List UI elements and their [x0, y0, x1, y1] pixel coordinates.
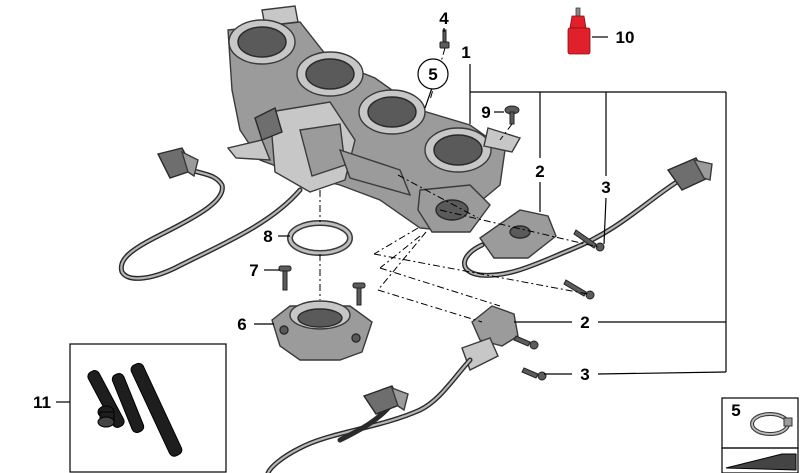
callout-labels: 1 2 3 2 3 4 5 6 7 8 9 10 11 5: [33, 9, 741, 420]
left-sensor-cable: [118, 147, 303, 281]
inset-callout-5: 5: [731, 401, 740, 420]
throttle-position-sensor-lower: [265, 305, 519, 473]
intake-flange: [271, 300, 373, 361]
clamp-ring: [287, 220, 353, 256]
callout-6: 6: [237, 315, 246, 334]
callout-3-upper: 3: [601, 178, 610, 197]
callout-5: 5: [428, 65, 437, 84]
inset-box-5: [721, 397, 799, 473]
callout-2-upper: 2: [535, 162, 544, 181]
callout-11: 11: [33, 393, 51, 412]
callout-10: 10: [616, 28, 635, 47]
flange-screws: [278, 265, 366, 306]
callout-9: 9: [481, 103, 490, 122]
callout-1: 1: [461, 43, 470, 62]
small-screw-4: [439, 29, 450, 49]
sensor-screws: [513, 229, 605, 381]
callout-7: 7: [249, 261, 258, 280]
screw-9: [504, 105, 520, 125]
dashed-assembly-lines: [319, 47, 599, 323]
kit-box-11: [69, 343, 227, 473]
leader-lines: [56, 28, 727, 403]
callout-4: 4: [439, 9, 449, 28]
callout-2-lower: 2: [580, 313, 589, 332]
throttle-body-assembly: [226, 5, 522, 233]
adhesive-bottle: [567, 7, 591, 55]
callout-8: 8: [263, 227, 272, 246]
throttle-position-sensor-upper: [462, 157, 713, 278]
callout-3-lower: 3: [580, 365, 589, 384]
callout-5-circle: [417, 58, 449, 90]
